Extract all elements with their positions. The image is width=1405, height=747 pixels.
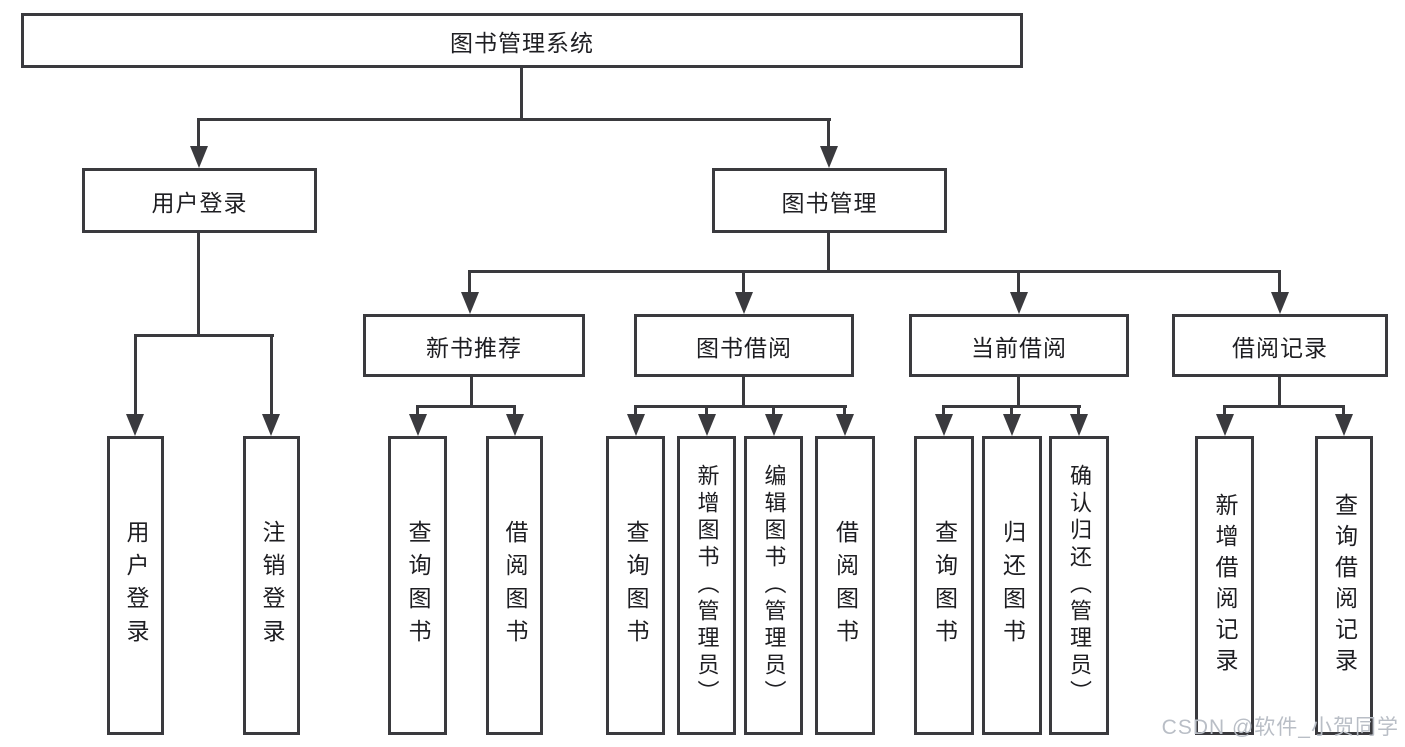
leaf-query-borrow-record-label: 查询借阅记录 [1331,492,1358,679]
connector-stem [742,377,745,407]
leaf-return-book-label: 归还图书 [999,519,1026,652]
arrow-down-icon [1271,292,1289,314]
connector-drop-book-borrow [742,270,745,292]
node-borrow-records-label: 借阅记录 [1232,334,1328,361]
arrow-down-icon [461,292,479,314]
connector-drop-borrow-records [1278,270,1281,292]
arrow-down-icon [735,292,753,314]
connector-drop-leaf [134,334,137,414]
connector-drop-leaf [1010,405,1013,415]
leaf-confirm-return-admin: 确认归还（管理员） [1049,436,1109,735]
leaf-query-books-borrow: 查询图书 [606,436,665,735]
connector-rail [416,405,516,408]
connector-drop-book-management [827,118,830,146]
connector-level1-rail [197,118,831,121]
connector-rail [634,405,847,408]
leaf-return-book: 归还图书 [982,436,1042,735]
leaf-query-books-label: 查询图书 [931,519,958,652]
leaf-query-books-label: 查询图书 [623,519,649,652]
connector-drop-new-book [468,270,471,292]
node-user-login-label: 用户登录 [151,189,248,216]
leaf-borrow-books-label: 借阅图书 [502,519,528,652]
connector-drop-leaf [942,405,945,415]
arrow-down-icon [409,414,427,436]
leaf-query-borrow-record: 查询借阅记录 [1315,436,1373,735]
arrow-down-icon [1070,414,1088,436]
connector-root-stem [520,66,523,120]
arrow-down-icon [698,414,716,436]
arrow-down-icon [1335,414,1353,436]
leaf-query-books-current: 查询图书 [914,436,974,735]
arrow-down-icon [1216,414,1234,436]
connector-level3-rail [468,270,1281,273]
connector-stem [1017,377,1020,407]
connector-stem [1278,377,1281,407]
node-user-login: 用户登录 [82,168,317,233]
connector-drop-leaf [1223,405,1226,415]
leaf-add-borrow-record: 新增借阅记录 [1195,436,1254,735]
connector-drop-user-login [197,118,200,146]
node-root-label: 图书管理系统 [450,29,594,56]
arrow-down-icon [820,146,838,168]
connector-drop-leaf [772,405,775,415]
leaf-borrow-books: 借阅图书 [815,436,875,735]
leaf-user-login: 用户登录 [107,436,164,735]
leaf-edit-book-admin-label: 编辑图书（管理员） [761,464,787,707]
node-book-management: 图书管理 [712,168,947,233]
arrow-down-icon [765,414,783,436]
node-borrow-records: 借阅记录 [1172,314,1388,377]
arrow-down-icon [627,414,645,436]
node-new-book-recommend: 新书推荐 [363,314,585,377]
connector-drop-leaf [705,405,708,415]
leaf-confirm-return-admin-label: 确认归还（管理员） [1067,464,1092,707]
connector-drop-leaf [270,334,273,414]
connector-drop-leaf [1342,405,1345,415]
node-book-borrow-label: 图书借阅 [696,334,792,361]
arrow-down-icon [506,414,524,436]
arrow-down-icon [262,414,280,436]
leaf-borrow-books-label: 借阅图书 [832,519,859,652]
arrow-down-icon [1003,414,1021,436]
node-book-management-label: 图书管理 [781,189,878,216]
connector-drop-leaf [1077,405,1080,415]
arrow-down-icon [836,414,854,436]
node-root: 图书管理系统 [21,13,1023,68]
leaf-logout: 注销登录 [243,436,300,735]
connector-drop-leaf [634,405,637,415]
leaf-add-book-admin: 新增图书（管理员） [677,436,736,735]
connector-drop-current-borrow [1017,270,1020,292]
leaf-add-borrow-record-label: 新增借阅记录 [1212,492,1238,679]
connector-user-login-rail [134,334,274,337]
node-current-borrow-label: 当前借阅 [971,334,1067,361]
leaf-edit-book-admin: 编辑图书（管理员） [744,436,803,735]
arrow-down-icon [126,414,144,436]
arrow-down-icon [935,414,953,436]
connector-drop-leaf [843,405,846,415]
leaf-query-books-recommend: 查询图书 [388,436,447,735]
connector-drop-leaf [513,405,516,415]
connector-rail [1223,405,1345,408]
connector-drop-leaf [416,405,419,415]
connector-book-management-stem [827,233,830,272]
node-book-borrow: 图书借阅 [634,314,854,377]
leaf-borrow-books-recommend: 借阅图书 [486,436,543,735]
leaf-add-book-admin-label: 新增图书（管理员） [694,464,720,707]
connector-user-login-stem [197,233,200,336]
node-current-borrow: 当前借阅 [909,314,1129,377]
leaf-user-login-label: 用户登录 [123,519,149,652]
arrow-down-icon [190,146,208,168]
connector-stem [470,377,473,407]
node-new-book-recommend-label: 新书推荐 [426,334,522,361]
leaf-query-books-label: 查询图书 [405,519,431,652]
leaf-logout-label: 注销登录 [259,519,285,652]
csdn-watermark: CSDN @软件_小贺同学 [1161,716,1399,739]
arrow-down-icon [1010,292,1028,314]
